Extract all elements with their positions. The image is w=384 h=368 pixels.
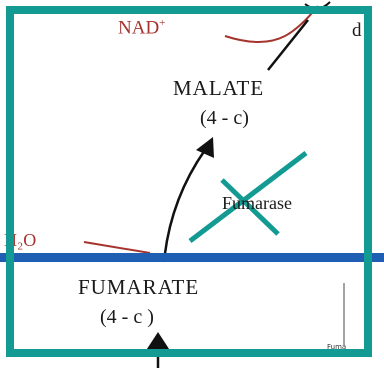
malate-carbons: (4 - c) — [200, 107, 249, 129]
malate-to-next-line — [267, 19, 309, 71]
fumarate-to-malate-arrowhead — [196, 137, 214, 158]
cross-line-2 — [188, 151, 308, 243]
cross-line-1 — [220, 178, 280, 236]
bottom-arrowhead — [145, 332, 171, 352]
structure-caption: Fuma — [327, 343, 347, 351]
teal-frame — [6, 6, 372, 357]
nad-curve — [224, 5, 319, 43]
nad-superscript: + — [159, 17, 166, 29]
fumarate-carbons: (4 - c ) — [100, 306, 154, 328]
fumarate-to-malate-arrow — [162, 149, 207, 263]
fumarate-label: FUMARATE — [78, 275, 200, 299]
fumarate-structure: Fuma — [325, 265, 367, 355]
edge-letter: d — [352, 20, 362, 41]
nad-label: NAD+ — [118, 17, 165, 39]
blue-divider — [0, 253, 384, 262]
malate-label: MALATE — [173, 76, 265, 100]
enzyme-label: Fumarase — [222, 193, 292, 213]
nad-text: NAD — [118, 17, 160, 39]
h2o-arrow — [83, 241, 151, 254]
